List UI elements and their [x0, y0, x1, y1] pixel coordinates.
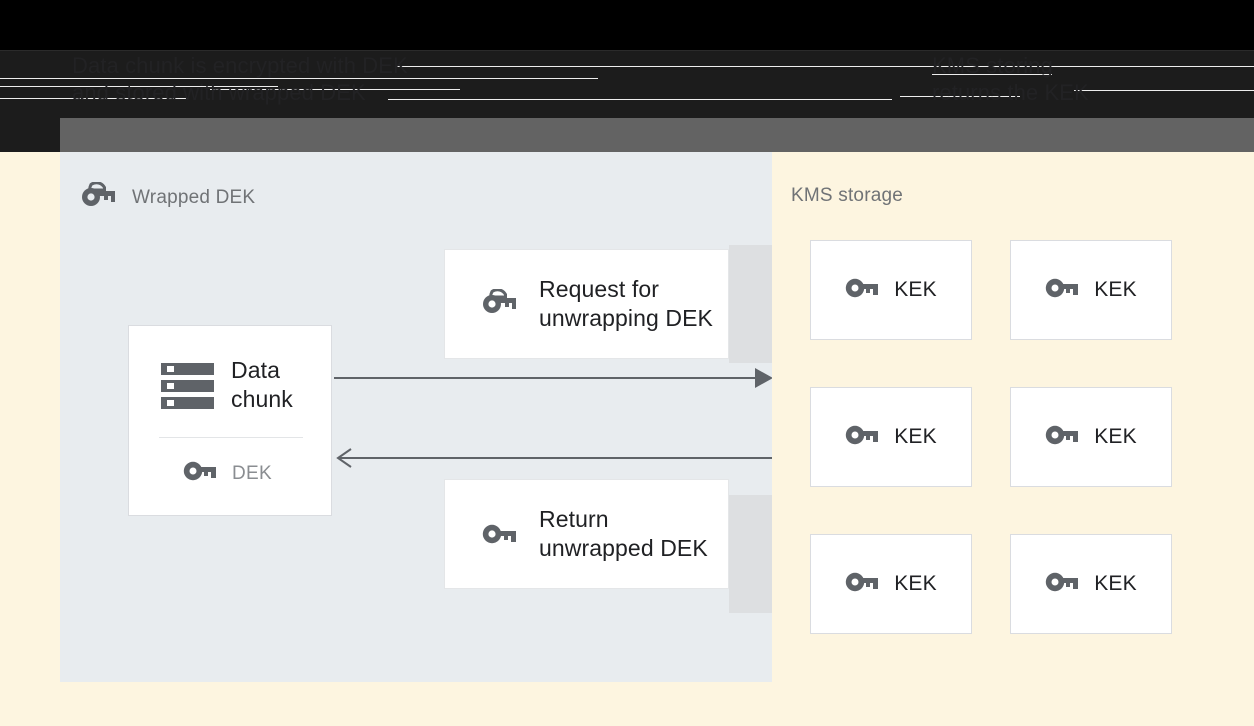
return-card-shadow	[729, 495, 772, 613]
kek-label: KEK	[1094, 425, 1137, 448]
wrapped-key-icon	[80, 181, 118, 213]
dek-label: DEK	[232, 462, 272, 484]
scanline-artifact	[0, 86, 278, 87]
header-gray-bar	[0, 118, 1254, 152]
wrapped-dek-title: Wrapped DEK	[132, 186, 256, 208]
card-divider	[159, 437, 303, 438]
kek-label: KEK	[894, 425, 937, 448]
data-chunk-label: Data chunk	[231, 357, 293, 412]
scanline-artifact	[0, 98, 188, 99]
key-icon	[183, 460, 216, 487]
kms-storage-title: KMS storage	[791, 185, 904, 206]
kek-label: KEK	[1094, 278, 1137, 301]
kms-storage-panel: KMS storage KEK	[772, 152, 1254, 682]
request-card-shadow	[729, 245, 772, 363]
storage-chunk-icon	[161, 363, 214, 415]
kek-card: KEK	[1010, 387, 1172, 487]
request-arrow-line	[334, 377, 764, 379]
return-arrow-line	[340, 457, 772, 459]
request-arrow-head	[755, 368, 773, 388]
kek-label: KEK	[1094, 572, 1137, 595]
key-icon	[1045, 424, 1079, 451]
key-icon	[1045, 277, 1079, 304]
key-icon	[481, 519, 519, 550]
scanline-artifact	[932, 74, 1052, 75]
wrapped-dek-header: Wrapped DEK	[80, 181, 256, 213]
scanline-artifact	[396, 66, 1254, 67]
header-gray-bar-notch	[0, 118, 60, 152]
key-icon	[845, 277, 879, 304]
key-icon	[845, 571, 879, 598]
kek-grid: KEK KEK	[810, 240, 1172, 634]
kek-card: KEK	[1010, 240, 1172, 340]
scanline-artifact	[900, 96, 1020, 97]
request-unwrap-card: Request for unwrapping DEK	[444, 249, 729, 359]
dek-row: DEK	[183, 460, 272, 487]
kek-card: KEK	[810, 534, 972, 634]
return-arrow-head	[336, 448, 354, 468]
return-unwrapped-card: Return unwrapped DEK	[444, 479, 729, 589]
kek-card: KEK	[1010, 534, 1172, 634]
key-icon	[1045, 571, 1079, 598]
kek-label: KEK	[894, 572, 937, 595]
kek-label: KEK	[894, 278, 937, 301]
kek-card: KEK	[810, 387, 972, 487]
scanline-artifact	[0, 50, 1254, 51]
request-unwrap-label: Request for unwrapping DEK	[539, 276, 714, 331]
data-chunk-card: Data chunk DEK	[128, 325, 332, 516]
wrapped-key-icon	[481, 287, 519, 320]
header-inner-band	[0, 50, 1254, 128]
data-chunk-row: Data chunk	[161, 356, 293, 415]
scanline-artifact	[0, 78, 598, 79]
scanline-artifact	[1074, 90, 1254, 91]
key-icon	[845, 424, 879, 451]
header-caption-left: Data chunk is encrypted with DEK and sto…	[72, 53, 408, 105]
header-caption-right: KMS storing returns the KEK	[932, 53, 1089, 105]
kek-card: KEK	[810, 240, 972, 340]
return-unwrapped-label: Return unwrapped DEK	[539, 506, 708, 561]
obscured-header-band: Data chunk is encrypted with DEK and sto…	[0, 0, 1254, 152]
scanline-artifact	[210, 89, 460, 90]
scanline-artifact	[388, 99, 892, 100]
